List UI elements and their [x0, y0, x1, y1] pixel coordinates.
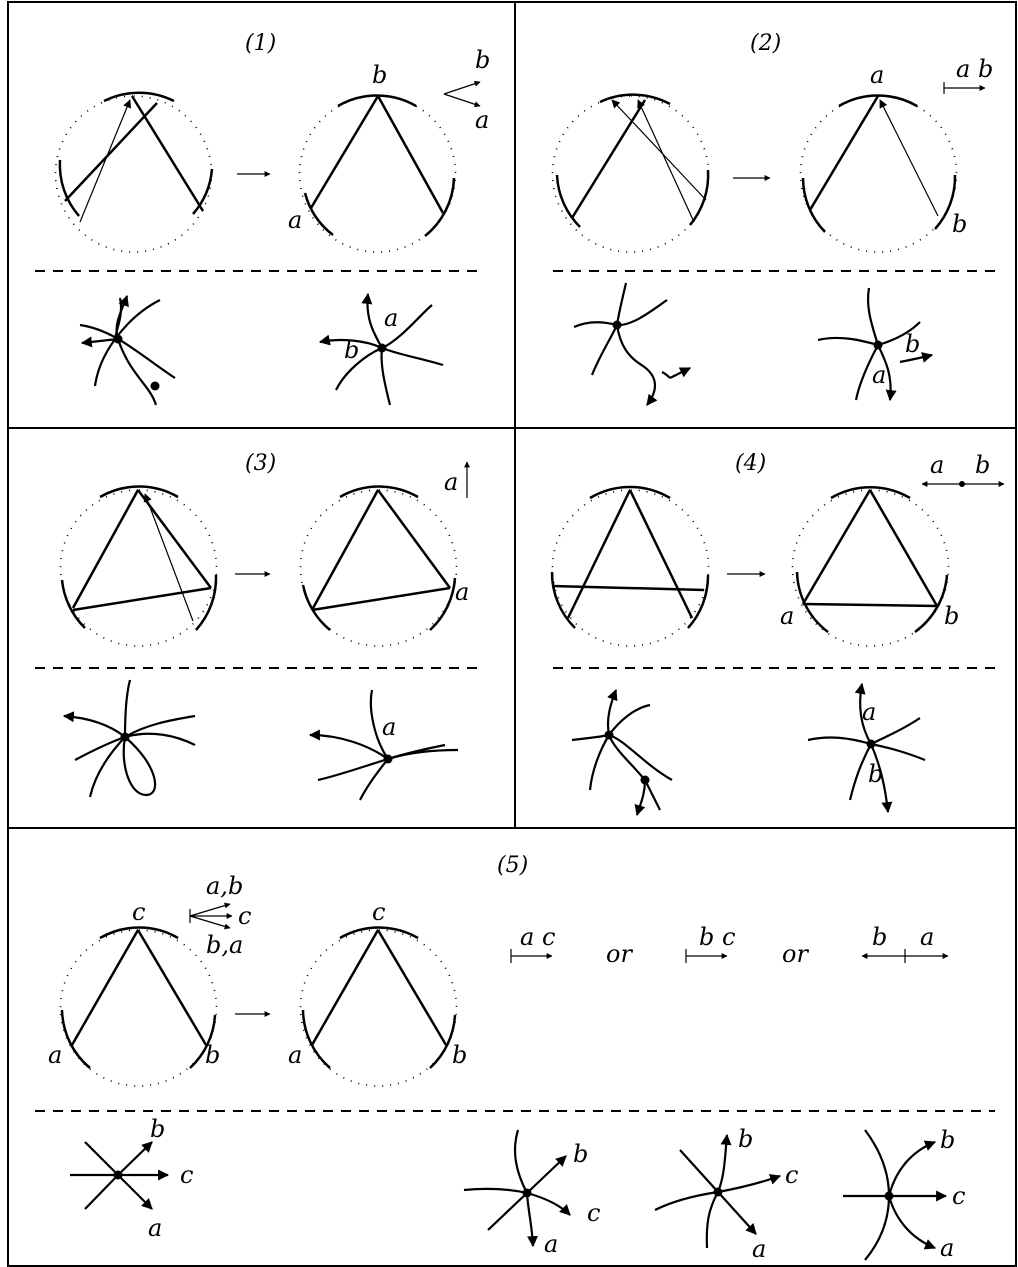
p3-local-picture-before — [62, 679, 196, 798]
p4-dir-b: b — [975, 451, 990, 479]
panel-5-title: (5) — [497, 853, 528, 878]
p4-dir-a: a — [930, 451, 944, 479]
p1-chord-diagram-after — [298, 94, 457, 253]
p5-local-picture-4 — [843, 1129, 948, 1261]
panel-4-title: (4) — [735, 451, 766, 476]
p5-local-picture-3 — [654, 1133, 782, 1249]
p5-q2-a: a — [544, 1230, 558, 1258]
p1-pic-a: a — [384, 304, 398, 332]
p3-local-picture-after — [308, 689, 459, 801]
p5-label-top: c — [132, 898, 145, 926]
p5-or-2: or — [782, 940, 809, 968]
p5-q2-c: c — [587, 1199, 600, 1227]
p1-chord-diagram-before — [54, 91, 214, 253]
panel-3-title: (3) — [245, 451, 276, 476]
p5-q1-a: a — [148, 1214, 162, 1242]
p4-local-picture-after — [807, 682, 926, 814]
p2-label-right: b — [952, 210, 967, 238]
p5-q3-a: a — [752, 1235, 766, 1263]
p4-chord-diagram-before — [550, 485, 710, 647]
p5-dir-down: b,a — [206, 931, 243, 959]
p5-opt1-label: a c — [520, 923, 555, 951]
p5-q1-b: b — [150, 1115, 165, 1143]
panel-2-title: (2) — [750, 31, 781, 56]
p2-direction-glyph — [943, 82, 986, 94]
p2-local-picture-before — [573, 282, 691, 406]
p2-pic-a: a — [872, 361, 886, 389]
p1-dir-b: b — [475, 46, 490, 74]
panel-4: (4) a b a b — [550, 451, 1005, 817]
p2-local-picture-after — [817, 287, 934, 402]
p4-pic-a: a — [862, 698, 876, 726]
p3-label-right: a — [455, 578, 469, 606]
p1-local-picture-before — [79, 294, 176, 406]
p5-q1-c: c — [180, 1161, 193, 1189]
p2-chord-diagram-before — [551, 93, 710, 253]
p5-label-right-2: b — [452, 1041, 467, 1069]
p3-dir-a: a — [444, 468, 458, 496]
panel-1: (1) b a b a — [35, 31, 490, 406]
p5-direction-glyph — [189, 902, 233, 930]
p5-local-picture-2 — [463, 1129, 571, 1248]
p5-q4-c: c — [952, 1182, 965, 1210]
p5-q4-b: b — [940, 1126, 955, 1154]
p5-q2-b: b — [573, 1140, 588, 1168]
p4-label-right: b — [944, 602, 959, 630]
p5-opt3-a: a — [920, 923, 934, 951]
p5-option-2 — [685, 949, 728, 963]
panel-2: (2) a b a b — [551, 31, 995, 406]
grid-lines — [7, 1, 1017, 1267]
p3-chord-diagram-after — [299, 485, 458, 647]
p2-label-top: a — [870, 61, 884, 89]
p5-dir-up: a,b — [206, 872, 243, 900]
p3-pic-a: a — [382, 713, 396, 741]
outer-frame — [7, 1, 1017, 1267]
p3-chord-diagram-before — [59, 485, 218, 647]
p4-chord-diagram-after — [791, 486, 950, 647]
panel-3: (3) a a — [35, 451, 480, 801]
p5-option-3 — [861, 949, 949, 963]
p1-pic-b: b — [344, 336, 359, 364]
p5-q4-a: a — [940, 1234, 954, 1262]
p1-dir-a: a — [475, 106, 489, 134]
p5-option-1 — [510, 949, 553, 963]
p4-local-picture-before — [571, 688, 673, 817]
p1-local-picture-after — [318, 292, 444, 406]
p5-label-top-2: c — [372, 898, 385, 926]
p1-label-left: a — [288, 206, 302, 234]
p5-local-picture-1 — [70, 1141, 170, 1210]
p2-chord-diagram-after — [799, 94, 958, 253]
p5-label-right: b — [205, 1041, 220, 1069]
p5-label-left-2: a — [288, 1041, 302, 1069]
p4-label-left: a — [780, 602, 794, 630]
p5-or-1: or — [606, 940, 633, 968]
p1-label-top: b — [372, 61, 387, 89]
p2-pic-b: b — [905, 330, 920, 358]
p1-direction-glyph — [443, 80, 481, 108]
p5-q3-b: b — [738, 1125, 753, 1153]
p5-opt3-b: b — [872, 923, 887, 951]
p4-direction-glyph — [921, 481, 1005, 487]
p4-pic-b: b — [868, 760, 883, 788]
p5-dir-mid: c — [238, 902, 251, 930]
p2-dir-ab: a b — [956, 55, 993, 83]
panel-1-title: (1) — [245, 31, 276, 56]
p5-chord-diagram-before — [59, 926, 218, 1087]
p5-q3-c: c — [785, 1161, 798, 1189]
p5-opt2-label: b c — [699, 923, 735, 951]
panel-5: (5) c a b a,b c b,a c — [35, 853, 995, 1263]
p5-label-left: a — [48, 1041, 62, 1069]
p5-chord-diagram-after — [299, 926, 458, 1087]
